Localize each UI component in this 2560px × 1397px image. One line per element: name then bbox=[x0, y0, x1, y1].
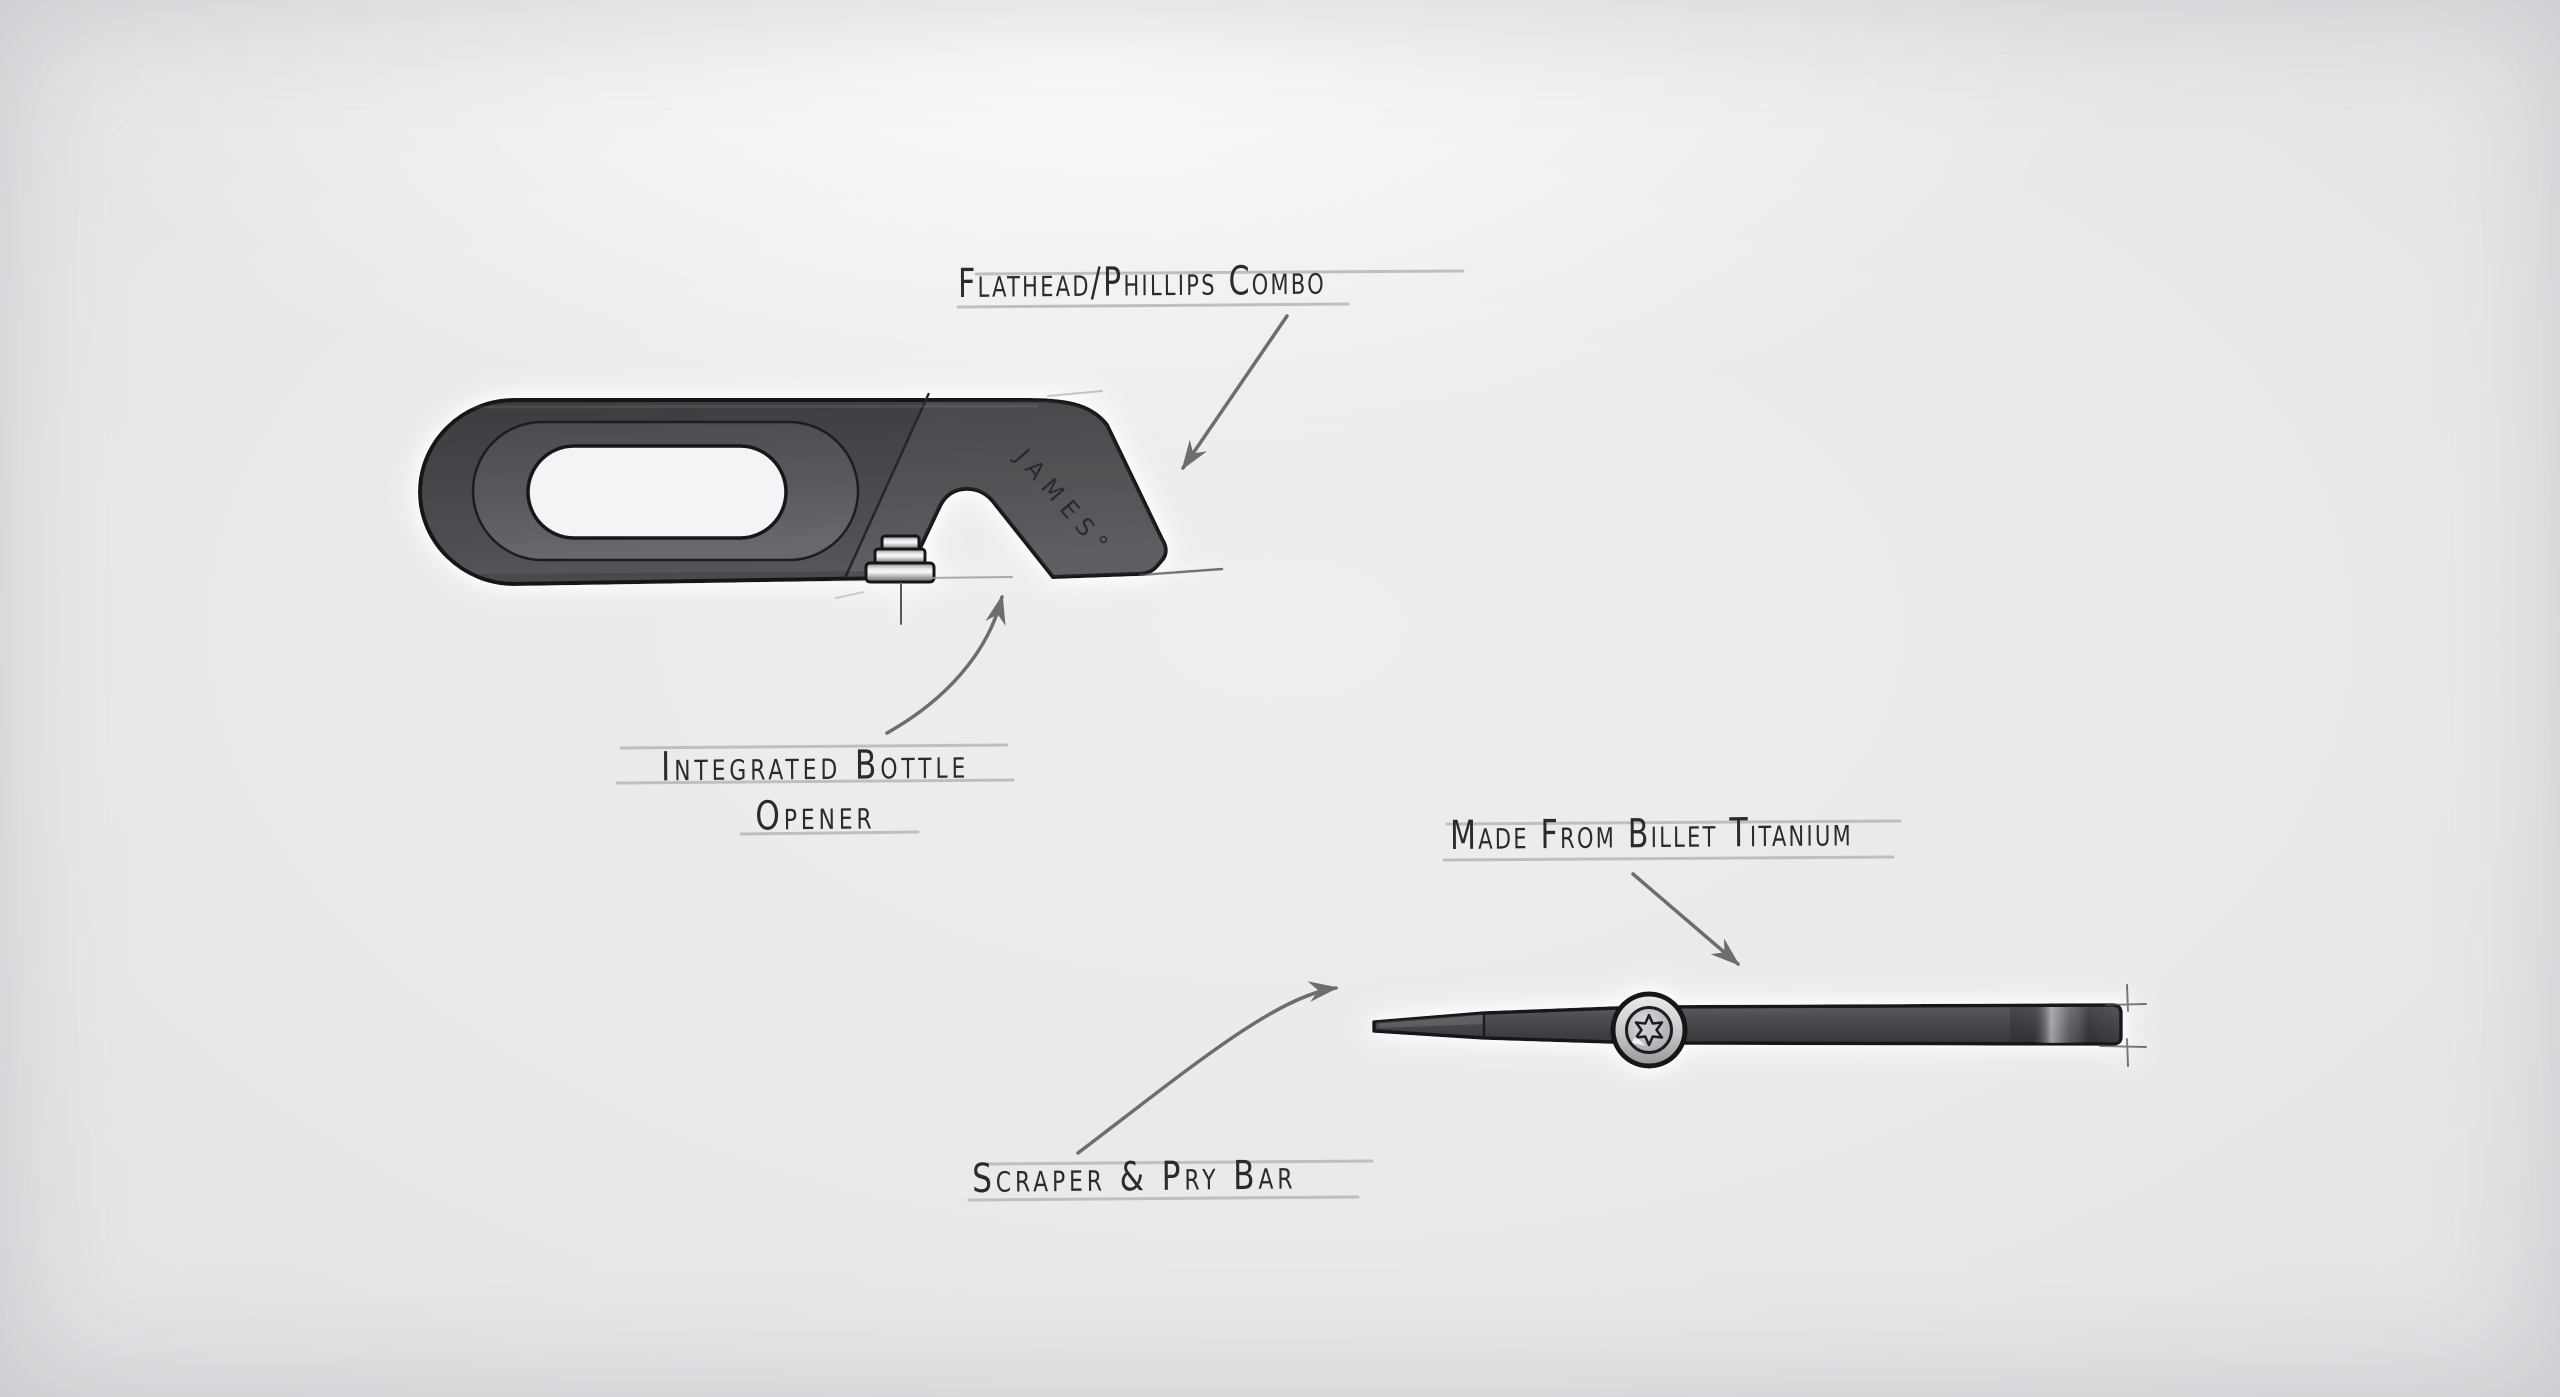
sketch-ticks-side-view bbox=[2099, 984, 2147, 1067]
sketch-tick bbox=[2126, 1038, 2129, 1067]
body-bottom-shade bbox=[480, 571, 884, 582]
annotation-arrows bbox=[885, 314, 1740, 1155]
bend-crease-line bbox=[843, 392, 931, 579]
label-flathead-phillips-combo: Flathead/Phillips Combo bbox=[957, 257, 1327, 307]
guideline bbox=[986, 1159, 1374, 1166]
arrow-billet-titanium bbox=[1631, 872, 1740, 966]
scraper-tip bbox=[1376, 1014, 1484, 1028]
torx-star-icon bbox=[1634, 1013, 1664, 1047]
label-made-from-billet-titanium: Made From Billet Titanium bbox=[1449, 809, 1854, 859]
guideline bbox=[956, 302, 1350, 309]
guideline bbox=[967, 1195, 1360, 1202]
label-line: Opener bbox=[755, 792, 876, 840]
arrow-flathead-combo bbox=[1181, 314, 1289, 471]
side-profile-bar bbox=[1372, 1003, 2123, 1046]
guideline bbox=[739, 830, 920, 836]
top-edge-highlight bbox=[471, 404, 1039, 409]
label-line: Integrated Bottle bbox=[660, 741, 970, 791]
guideline bbox=[974, 269, 1465, 276]
guideline bbox=[619, 743, 1009, 750]
stud-tier-bottom bbox=[864, 561, 936, 584]
arrow-bottle-opener bbox=[885, 594, 1006, 735]
sketch-tick bbox=[2126, 984, 2129, 1012]
guideline bbox=[615, 778, 1015, 785]
label-scraper-pry-bar: Scraper & Pry Bar bbox=[971, 1152, 1297, 1202]
sketch-tick bbox=[835, 591, 865, 599]
sketch-tick bbox=[2099, 1045, 2147, 1048]
torx-screw bbox=[1610, 991, 1688, 1069]
multitool-top-view: JAMES° bbox=[418, 390, 1224, 625]
carabiner-slot-cutout bbox=[526, 444, 788, 540]
arrow-scraper-pry bbox=[1076, 981, 1339, 1155]
multitool-side-view bbox=[1372, 984, 2147, 1069]
sketch-ticks-top-view bbox=[835, 390, 1224, 625]
sketch-tick bbox=[1138, 567, 1224, 577]
screw-highlight bbox=[1632, 1036, 1646, 1046]
bar-end-sheen bbox=[2010, 1007, 2119, 1043]
sketch-tick bbox=[1047, 390, 1103, 397]
label-integrated-bottle-opener: Integrated Bottle Opener bbox=[647, 739, 983, 842]
guideline bbox=[1445, 819, 1902, 826]
lanyard-stud bbox=[864, 534, 936, 584]
sketch-tick bbox=[2105, 1003, 2147, 1006]
sketch-tick bbox=[921, 576, 1013, 579]
driver-head-face bbox=[846, 400, 1166, 578]
guideline bbox=[1442, 855, 1895, 862]
annotation-guidelines bbox=[615, 269, 1902, 1202]
